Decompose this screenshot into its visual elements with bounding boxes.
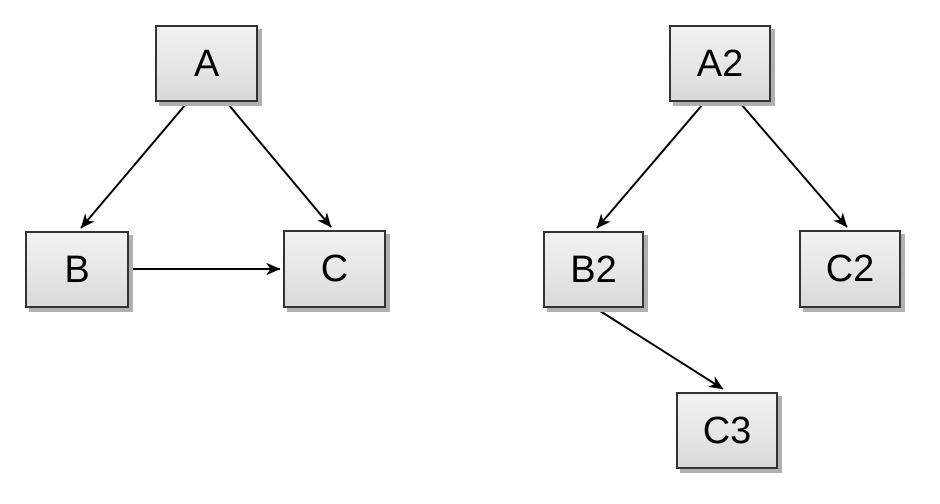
node-a-label: A xyxy=(193,42,220,85)
node-b: B xyxy=(25,231,129,308)
node-c: C xyxy=(283,230,386,308)
node-c2-label: C2 xyxy=(825,248,875,290)
node-b2-label: B2 xyxy=(570,248,617,291)
node-a: A xyxy=(155,25,258,102)
edge-a2-to-c2 xyxy=(740,103,848,228)
node-b2: B2 xyxy=(543,231,644,308)
edge-b2-to-c3 xyxy=(596,308,724,390)
edge-a-to-c xyxy=(227,103,332,228)
node-b-label: B xyxy=(64,248,90,291)
node-c3: C3 xyxy=(676,392,778,469)
edge-a2-to-b2 xyxy=(596,103,704,229)
node-c2: C2 xyxy=(799,230,901,308)
edge-a-to-b xyxy=(80,103,187,229)
node-c-label: C xyxy=(320,248,349,290)
node-c3-label: C3 xyxy=(702,409,752,452)
node-a2: A2 xyxy=(669,25,771,102)
node-a2-label: A2 xyxy=(696,42,744,85)
